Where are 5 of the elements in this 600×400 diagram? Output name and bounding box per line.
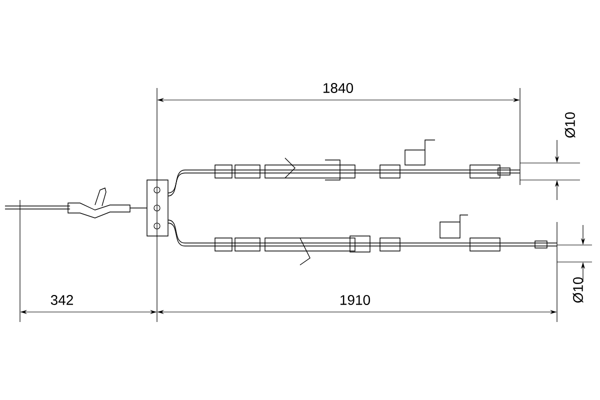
dimension-label: 1840 bbox=[324, 83, 354, 93]
dimension-label: 1910 bbox=[340, 295, 370, 305]
dimension-label: Ø10 bbox=[572, 277, 584, 303]
dimension-label: Ø10 bbox=[564, 112, 576, 138]
dimension-label: 342 bbox=[50, 295, 73, 305]
